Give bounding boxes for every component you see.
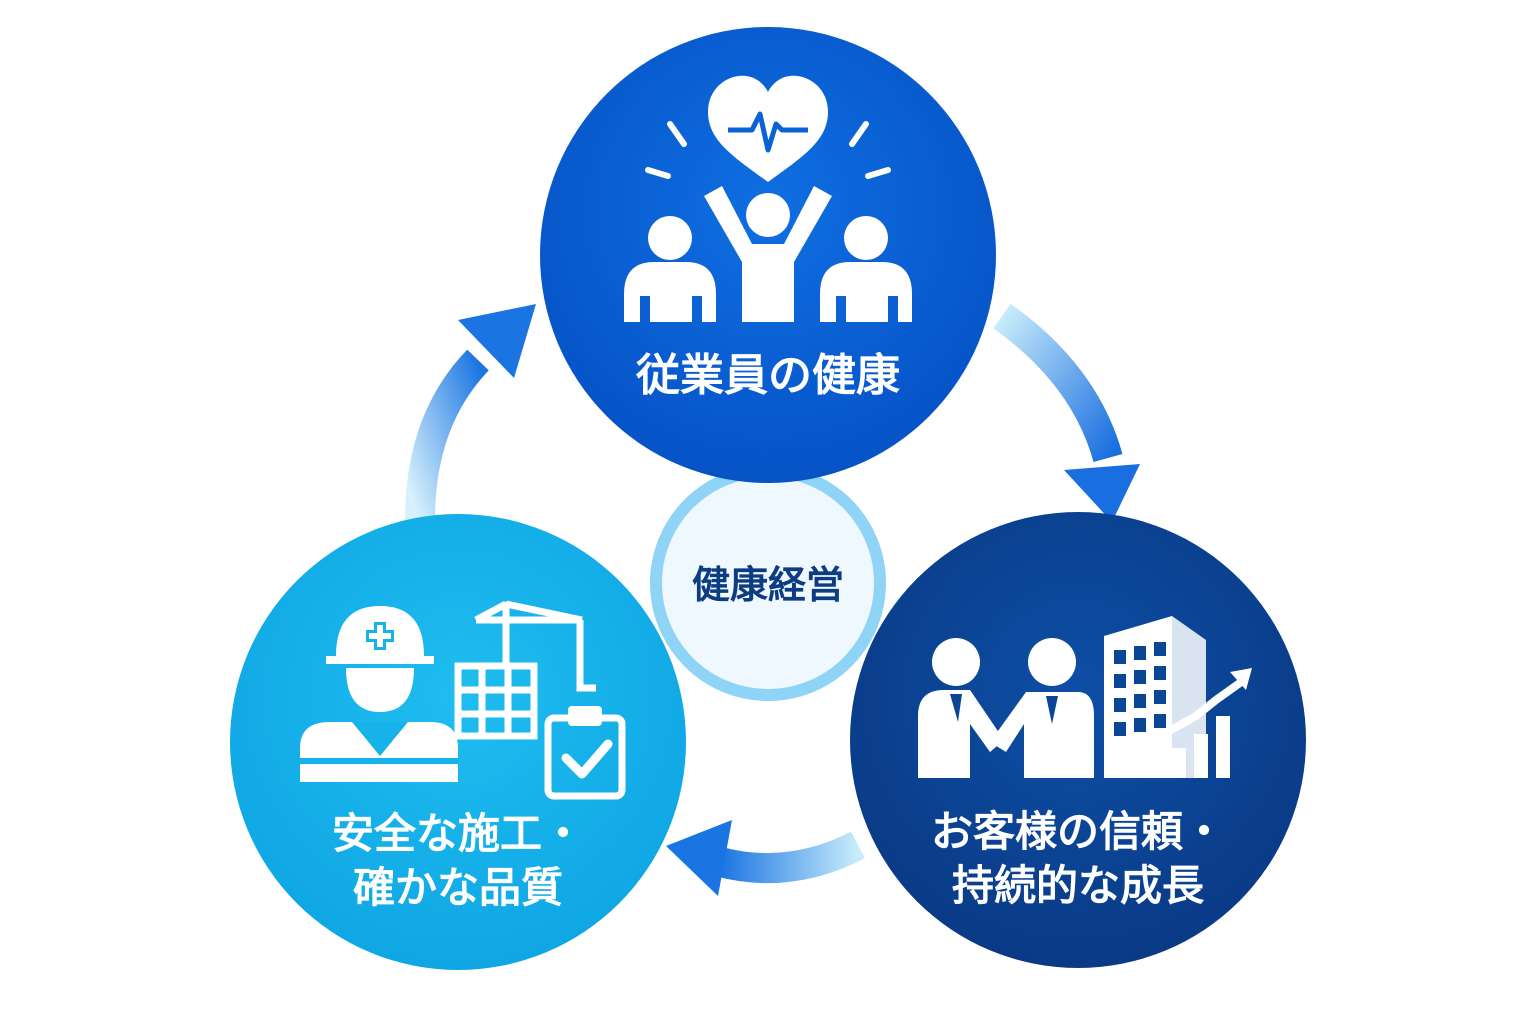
business-growth-icon [918,616,1252,778]
node-left-label-line2: 確かな品質 [353,863,563,912]
node-top-label: 従業員の健康 [635,350,900,401]
node-right-label-line1: お客様の信頼・ [931,807,1225,856]
node-safe-construction: 安全な施工・ 確かな品質 [230,514,686,970]
heart-people-icon [624,75,912,322]
construction-safety-icon [300,600,626,800]
arrow-top-to-right [993,303,1140,522]
arrow-left-to-top [405,304,536,521]
center-node: 健康経営 [650,465,886,701]
arrow-right-to-left [666,820,865,896]
node-customer-trust: お客様の信頼・ 持続的な成長 [850,512,1306,968]
node-right-label-line2: 持続的な成長 [952,861,1205,910]
node-employee-health: 従業員の健康 [540,27,996,483]
node-left-label-line1: 安全な施工・ [332,809,584,858]
center-label: 健康経営 [692,563,844,607]
